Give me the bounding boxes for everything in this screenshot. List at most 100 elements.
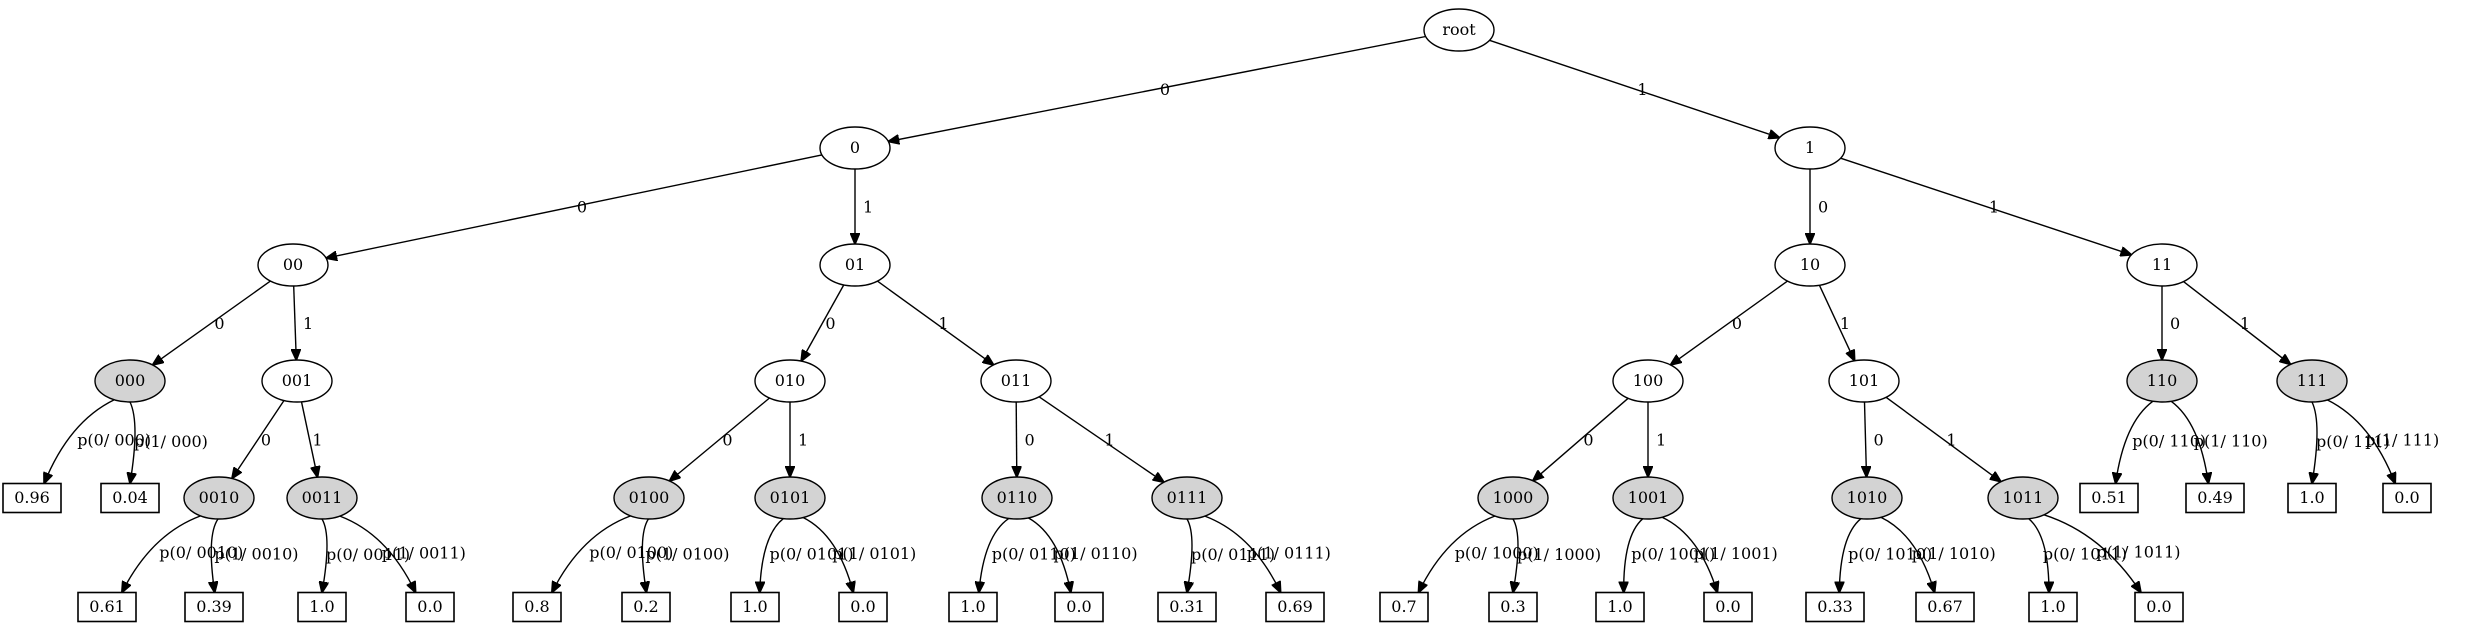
leaf-value: 0.39	[196, 597, 232, 616]
node-ellipse	[980, 359, 1052, 403]
edge-line	[979, 517, 1010, 592]
edge-line	[1865, 401, 1867, 477]
edge-00-001: 1	[294, 285, 313, 360]
edge-0-01: 1	[855, 169, 873, 244]
node-1010: 1010	[1831, 476, 1903, 520]
node-label: 1000	[1493, 488, 1534, 507]
node-011: 011	[980, 359, 1052, 403]
edge-label: 0	[825, 314, 835, 333]
edge-label: p(1/ 0101)	[832, 544, 916, 563]
edge-1010-L1010b: p(1/ 1010)	[1880, 516, 1996, 592]
edge-label: p(0/ 111)	[2316, 432, 2390, 451]
edge-0110-L0110b: p(1/ 0110)	[1027, 517, 1138, 593]
edge-label: p(1/ 110)	[2194, 431, 2268, 450]
edge-0010-L0010b: p(1/ 0010)	[211, 518, 299, 593]
leaf-value: 0.04	[112, 488, 148, 507]
edge-line	[1671, 280, 1788, 365]
edge-0-00: 0	[326, 154, 823, 258]
node-label: 100	[1633, 371, 1664, 390]
node-1000: 1000	[1477, 476, 1549, 520]
edge-0110-L0110a: p(0/ 0110)	[979, 517, 1076, 592]
edge-line	[1204, 515, 1281, 592]
edge-line	[211, 518, 218, 593]
edge-label: 1	[798, 431, 808, 450]
edge-line	[876, 280, 993, 365]
node-ellipse	[257, 243, 329, 287]
leaf-value: 0.96	[14, 488, 50, 507]
edge-line	[2326, 399, 2395, 484]
edge-label: 1	[1104, 431, 1114, 450]
leaf-box	[184, 591, 244, 623]
edge-000-L000a: p(0/ 000)	[44, 399, 151, 484]
edge-0101-L0101a: p(0/ 0101)	[760, 518, 854, 593]
leaf-value: 0.49	[2197, 488, 2233, 507]
leaf-L110a: 0.51	[2079, 482, 2139, 514]
leaf-box	[621, 591, 671, 623]
node-ellipse	[754, 359, 826, 403]
edge-label: 1	[1946, 431, 1956, 450]
edge-label: p(0/ 1011)	[2043, 545, 2127, 564]
edge-label: 0	[2170, 314, 2180, 333]
edge-root-1: 1	[1489, 39, 1780, 137]
leaf-L1010b: 0.67	[1915, 591, 1975, 623]
node-010: 010	[754, 359, 826, 403]
leaf-L0100a: 0.8	[512, 591, 562, 623]
edge-label: p(1/ 0010)	[214, 545, 298, 564]
edge-line	[1038, 396, 1164, 482]
node-label: 0011	[302, 488, 343, 507]
edge-line	[1839, 518, 1862, 593]
node-label: 00	[283, 255, 303, 274]
edge-label: 0	[1160, 80, 1170, 99]
edge-0100-L0100b: p(1/ 0100)	[642, 518, 730, 593]
node-0010: 0010	[183, 476, 255, 520]
leaf-L1011b: 0.0	[2134, 591, 2184, 623]
edge-label: p(1/ 0111)	[1247, 543, 1331, 562]
edge-line	[2312, 401, 2317, 484]
node-label: 0101	[770, 488, 811, 507]
node-ellipse	[981, 476, 1053, 520]
edge-label: p(1/ 000)	[134, 432, 208, 451]
node-label: 011	[1001, 371, 1032, 390]
edge-1001-L1001b: p(1/ 1001)	[1661, 516, 1778, 592]
leaf-L1001a: 1.0	[1595, 591, 1645, 623]
edge-label: 1	[1637, 80, 1647, 99]
edge-1-11: 1	[1840, 157, 2132, 255]
node-1011: 1011	[1987, 476, 2059, 520]
edge-11-111: 1	[2183, 281, 2291, 365]
edge-label: 1	[1840, 314, 1850, 333]
leaf-box	[297, 591, 347, 623]
edge-line	[801, 284, 845, 361]
leaf-box	[730, 591, 780, 623]
edge-000-L000b: p(1/ 000)	[130, 401, 208, 484]
edge-label: p(1/ 0110)	[1054, 544, 1138, 563]
leaf-value: 0.51	[2091, 488, 2127, 507]
edge-label: p(0/ 1010)	[1848, 545, 1932, 564]
leaf-L0110b: 0.0	[1054, 591, 1104, 623]
edge-label: p(1/ 0011)	[382, 543, 466, 562]
leaf-box	[77, 591, 137, 623]
leaf-L110b: 0.49	[2185, 482, 2245, 514]
leaves-layer: 0.96 0.04 0.51 0.49 1.0 0.0 0.61 0.39 1.0 0.0 0.8 0…	[2, 482, 2432, 623]
node-1: 1	[1774, 126, 1846, 170]
leaf-box	[948, 591, 998, 623]
edge-label: 1	[863, 198, 873, 217]
leaf-box	[1595, 591, 1645, 623]
leaf-L0010a: 0.61	[77, 591, 137, 623]
leaf-L0101a: 1.0	[730, 591, 780, 623]
edge-label: 0	[577, 198, 587, 217]
leaf-value: 0.8	[524, 597, 549, 616]
edge-line	[1419, 515, 1496, 593]
edge-1011-L1011b: p(1/ 1011)	[2043, 514, 2181, 593]
edge-010-0100: 0	[670, 397, 770, 481]
node-label: 111	[2297, 371, 2328, 390]
node-label: 0110	[997, 488, 1038, 507]
leaf-value: 0.67	[1927, 597, 1963, 616]
edge-line	[2183, 281, 2291, 365]
edge-label: p(0/ 0100)	[589, 543, 673, 562]
edge-100-1000: 0	[1533, 397, 1629, 480]
leaf-box	[512, 591, 562, 623]
node-000: 000	[94, 359, 166, 403]
node-01: 01	[819, 243, 891, 287]
